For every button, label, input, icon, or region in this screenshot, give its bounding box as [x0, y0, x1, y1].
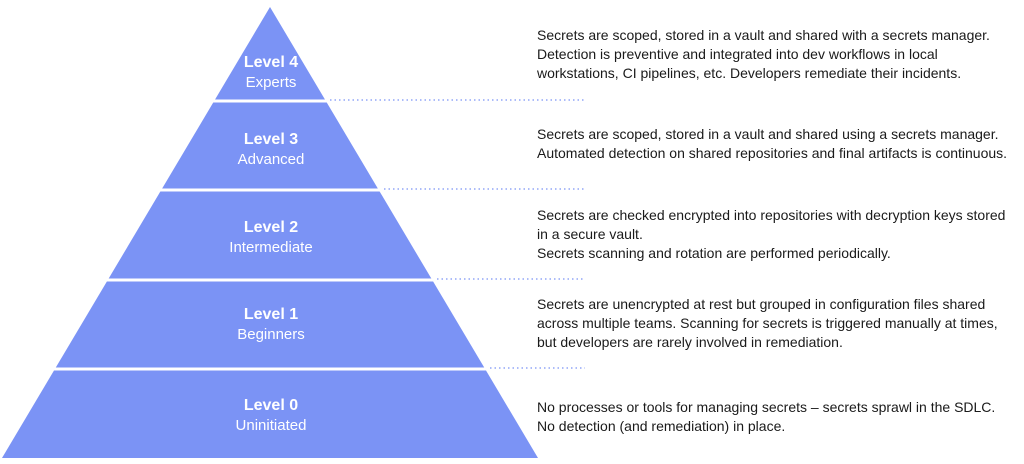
- description-line: workstations, CI pipelines, etc. Develop…: [537, 65, 962, 81]
- description-line: but developers are rarely involved in re…: [537, 334, 843, 350]
- description-line: Secrets scanning and rotation are perfor…: [537, 245, 891, 261]
- description-level-3: Secrets are scoped, stored in a vault an…: [537, 125, 1024, 163]
- description-line: Secrets are unencrypted at rest but grou…: [537, 296, 986, 312]
- tier-level-name: Intermediate: [229, 239, 313, 256]
- description-line: Secrets are scoped, stored in a vault an…: [537, 27, 990, 43]
- description-line: across multiple teams. Scanning for secr…: [537, 315, 998, 331]
- pyramid-shape: [2, 7, 538, 458]
- description-line: Automated detection on shared repositori…: [537, 145, 1008, 161]
- tier-level-name: Uninitiated: [235, 417, 307, 434]
- tier-level-name: Advanced: [237, 151, 305, 168]
- tier-level-name: Beginners: [237, 326, 305, 343]
- description-line: Detection is preventive and integrated i…: [537, 46, 938, 62]
- tier-level-title: Level 4: [243, 54, 299, 71]
- tier-label-level-0: Level 0 Uninitiated: [181, 396, 361, 436]
- tier-level-title: Level 1: [243, 306, 299, 323]
- tier-label-level-1: Level 1 Beginners: [181, 305, 361, 345]
- tier-label-level-3: Level 3 Advanced: [181, 130, 361, 170]
- tier-level-title: Level 0: [243, 397, 299, 414]
- tier-label-level-4: Level 4 Experts: [181, 53, 361, 93]
- tier-separators: [52, 99, 488, 371]
- tier-level-title: Level 2: [243, 219, 299, 236]
- description-line: No detection (and remediation) in place.: [537, 418, 786, 434]
- description-level-1: Secrets are unencrypted at rest but grou…: [537, 295, 1024, 352]
- description-level-4: Secrets are scoped, stored in a vault an…: [537, 26, 1024, 83]
- tier-level-title: Level 3: [243, 131, 299, 148]
- description-line: No processes or tools for managing secre…: [537, 399, 996, 415]
- description-line: in a secure vault.: [537, 226, 643, 242]
- dotted-guides: [330, 99, 585, 369]
- tier-level-name: Experts: [245, 74, 297, 91]
- tier-label-level-2: Level 2 Intermediate: [181, 218, 361, 258]
- description-line: Secrets are checked encrypted into repos…: [537, 207, 1006, 223]
- description-level-0: No processes or tools for managing secre…: [537, 398, 1024, 436]
- description-level-2: Secrets are checked encrypted into repos…: [537, 206, 1024, 263]
- description-line: Secrets are scoped, stored in a vault an…: [537, 126, 999, 142]
